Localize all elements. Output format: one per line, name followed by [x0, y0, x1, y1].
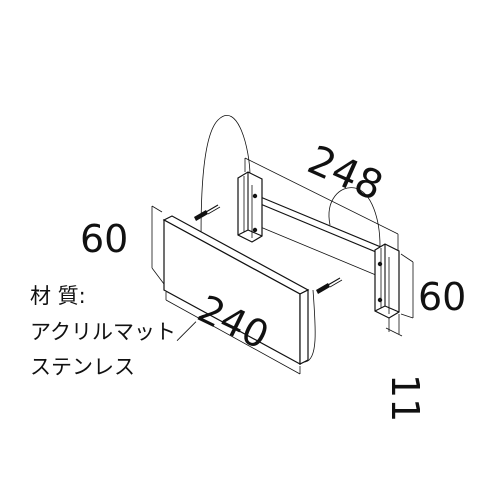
dimension-label-248: 248 — [301, 137, 389, 210]
dimension-248-lines — [244, 157, 399, 250]
dimension-label-11: 11 — [383, 374, 427, 422]
dimension-label-60-left: 60 — [80, 217, 128, 261]
dimension-60-left-lines — [151, 205, 165, 285]
dimension-11-lines — [385, 314, 403, 337]
dimension-60-right-lines — [400, 253, 414, 319]
dimension-240-lines — [165, 292, 301, 375]
front-panel — [162, 215, 310, 366]
right-bracket — [374, 243, 400, 319]
rail — [257, 195, 389, 281]
left-bracket — [237, 171, 263, 243]
material-line2: ステンレス — [30, 355, 135, 379]
material-label: 材 質: — [30, 284, 86, 308]
screw-left — [194, 204, 221, 221]
dimension-label-60-right: 60 — [418, 275, 466, 319]
screw-right — [316, 277, 343, 294]
material-line1: アクリルマット／ — [30, 320, 197, 344]
